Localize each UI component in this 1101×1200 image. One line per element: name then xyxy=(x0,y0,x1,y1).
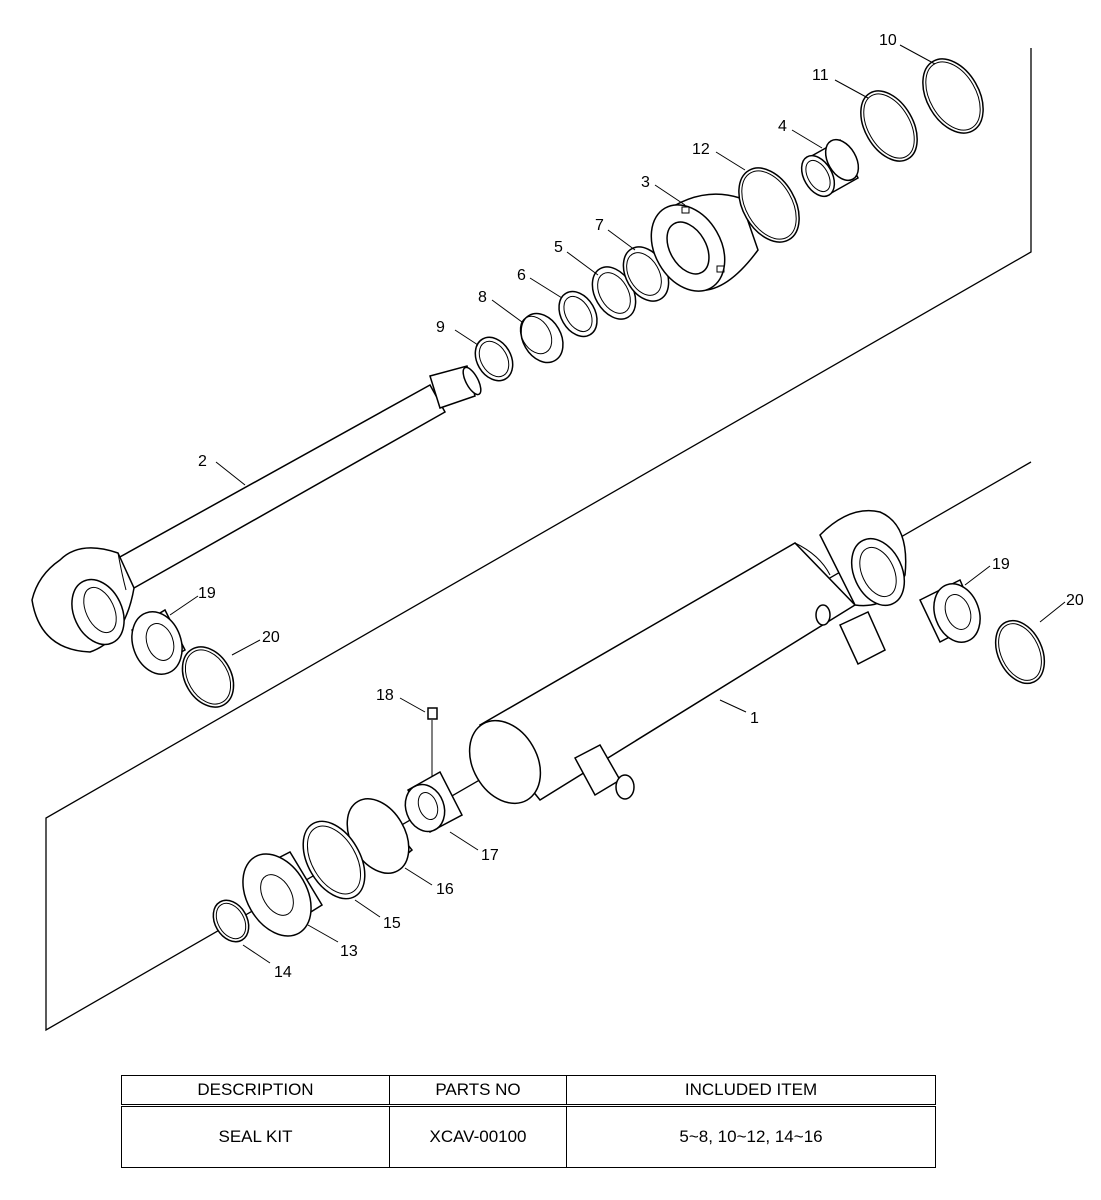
callout-20-left: 20 xyxy=(262,629,280,646)
part-3-rod-cover xyxy=(650,193,759,292)
callout-13: 13 xyxy=(340,943,358,960)
callout-10: 10 xyxy=(879,32,897,49)
part-19-bushing-right xyxy=(919,578,981,644)
part-15-seal xyxy=(302,820,366,900)
callout-7: 7 xyxy=(595,217,604,234)
part-6-seal xyxy=(558,290,598,338)
exploded-parts-diagram: 2 9 8 6 5 7 3 12 4 11 10 19 20 19 20 1 1… xyxy=(31,32,1084,1032)
callout-11: 11 xyxy=(812,67,829,84)
table-row: SEAL KIT XCAV-00100 5~8, 10~12, 14~16 xyxy=(121,1105,936,1168)
callout-9: 9 xyxy=(436,319,445,336)
part-10-ring xyxy=(922,58,984,134)
callout-14: 14 xyxy=(274,964,292,981)
part-13-piston xyxy=(242,851,324,937)
part-9-ring xyxy=(474,336,514,382)
part-4-bushing xyxy=(800,138,860,198)
cell-included-item: 5~8, 10~12, 14~16 xyxy=(566,1105,936,1168)
callout-19-left: 19 xyxy=(198,585,216,602)
callout-12: 12 xyxy=(692,141,710,158)
header-included-item: INCLUDED ITEM xyxy=(566,1075,936,1107)
part-1-cylinder-tube xyxy=(468,509,907,805)
part-20-snap-ring-right xyxy=(994,619,1046,685)
header-parts-no: PARTS NO xyxy=(389,1075,567,1107)
header-description: DESCRIPTION xyxy=(121,1075,390,1107)
callout-4: 4 xyxy=(778,118,787,135)
cell-parts-no: XCAV-00100 xyxy=(389,1105,567,1168)
part-14-ring xyxy=(212,899,250,943)
part-8-bushing xyxy=(519,312,564,364)
callout-17: 17 xyxy=(481,847,499,864)
callout-1: 1 xyxy=(750,710,759,727)
part-20-snap-ring-left xyxy=(181,646,235,708)
seal-kit-table: DESCRIPTION PARTS NO INCLUDED ITEM SEAL … xyxy=(121,1075,936,1168)
callout-8: 8 xyxy=(478,289,487,306)
part-17-nut xyxy=(404,770,464,834)
part-19-bushing-left xyxy=(131,608,186,675)
part-12-o-ring xyxy=(738,167,800,243)
callout-2: 2 xyxy=(198,453,207,470)
part-16-wear-ring xyxy=(346,798,414,874)
callout-6: 6 xyxy=(517,267,526,284)
callout-5: 5 xyxy=(554,239,563,256)
part-2-piston-rod xyxy=(31,365,482,653)
cell-description: SEAL KIT xyxy=(121,1105,390,1168)
callout-leaders xyxy=(169,44,1066,964)
callout-20-right: 20 xyxy=(1066,592,1084,609)
callout-15: 15 xyxy=(383,915,401,932)
callout-19-right: 19 xyxy=(992,556,1010,573)
part-11-ring xyxy=(860,90,918,162)
part-18-set-screw xyxy=(427,707,438,780)
table-header-row: DESCRIPTION PARTS NO INCLUDED ITEM xyxy=(121,1075,936,1107)
callout-18: 18 xyxy=(376,687,394,704)
callout-3: 3 xyxy=(641,174,650,191)
callout-16: 16 xyxy=(436,881,454,898)
